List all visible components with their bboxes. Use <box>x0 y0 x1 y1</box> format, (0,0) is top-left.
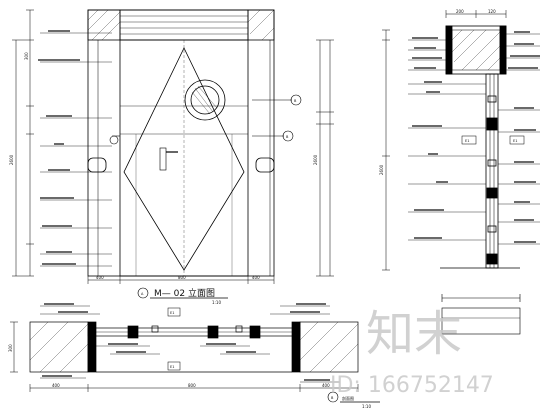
section-annotations <box>408 33 540 245</box>
watermark-logo-text: 知末 <box>366 306 462 362</box>
elevation-bottom-dimension <box>87 276 275 284</box>
section-annotation-text <box>412 31 540 243</box>
elevation-section-markers <box>109 94 302 145</box>
elevation-left-annotations <box>40 32 112 267</box>
section-marker-letter: B <box>331 396 334 400</box>
section-height-dim: 2600 <box>379 164 384 175</box>
plan-bottom-dim-3: 400 <box>322 383 330 388</box>
elevation-left-height: 2600 <box>9 154 14 165</box>
elevation-title-block: A M— 02 立面图 1:10 <box>137 287 228 305</box>
elevation-view <box>87 9 275 277</box>
section-mark-b-mid: B <box>286 135 289 139</box>
section-mark-b-top: B <box>294 99 297 103</box>
elevation-left-top-dim: 300 <box>24 52 29 60</box>
elevation-left-dimension <box>12 9 34 277</box>
elev-bottom-dim-2: 800 <box>178 275 186 280</box>
plan-bottom-dim-2: 800 <box>188 383 196 388</box>
plan-tag-top: E1 <box>170 311 174 315</box>
small-detail-view <box>441 294 521 335</box>
elevation-left-annotation-text <box>38 30 80 265</box>
section-dimension <box>382 10 507 271</box>
material-tags <box>461 135 525 145</box>
elevation-right-dimension <box>316 39 334 277</box>
section-top-dim-2: 120 <box>488 9 496 14</box>
elevation-right-height: 2600 <box>313 154 318 165</box>
plan-tag-bottom: E1 <box>170 365 174 369</box>
elev-bottom-dim-3: 400 <box>252 275 260 280</box>
plan-view <box>29 321 359 373</box>
plan-bottom-dim-1: 400 <box>52 383 60 388</box>
section-scale: 1:10 <box>362 404 371 409</box>
section-title-block: B 剖面图 1:10 <box>327 391 380 409</box>
plan-left-dimension <box>10 321 18 373</box>
plan-bottom-dimension <box>29 384 359 392</box>
elevation-title: M— 02 立面图 <box>154 287 215 299</box>
plan-tags <box>167 307 181 371</box>
section-view <box>440 25 520 269</box>
tag-e1-right: E1 <box>513 139 517 143</box>
section-top-dim-1: 200 <box>456 9 464 14</box>
plan-left-dim: 300 <box>8 344 13 352</box>
watermark: 知末 ID: 166752147 <box>330 306 494 398</box>
plan-annotation-text <box>42 303 330 381</box>
plan-annotations <box>40 305 340 383</box>
watermark-id: ID: 166752147 <box>330 373 494 398</box>
elevation-marker-letter: A <box>141 292 144 296</box>
tag-e1-left: E1 <box>465 139 469 143</box>
section-title: 剖面图 <box>342 395 354 401</box>
elev-bottom-dim-1: 400 <box>96 275 104 280</box>
elevation-scale: 1:10 <box>212 300 221 305</box>
